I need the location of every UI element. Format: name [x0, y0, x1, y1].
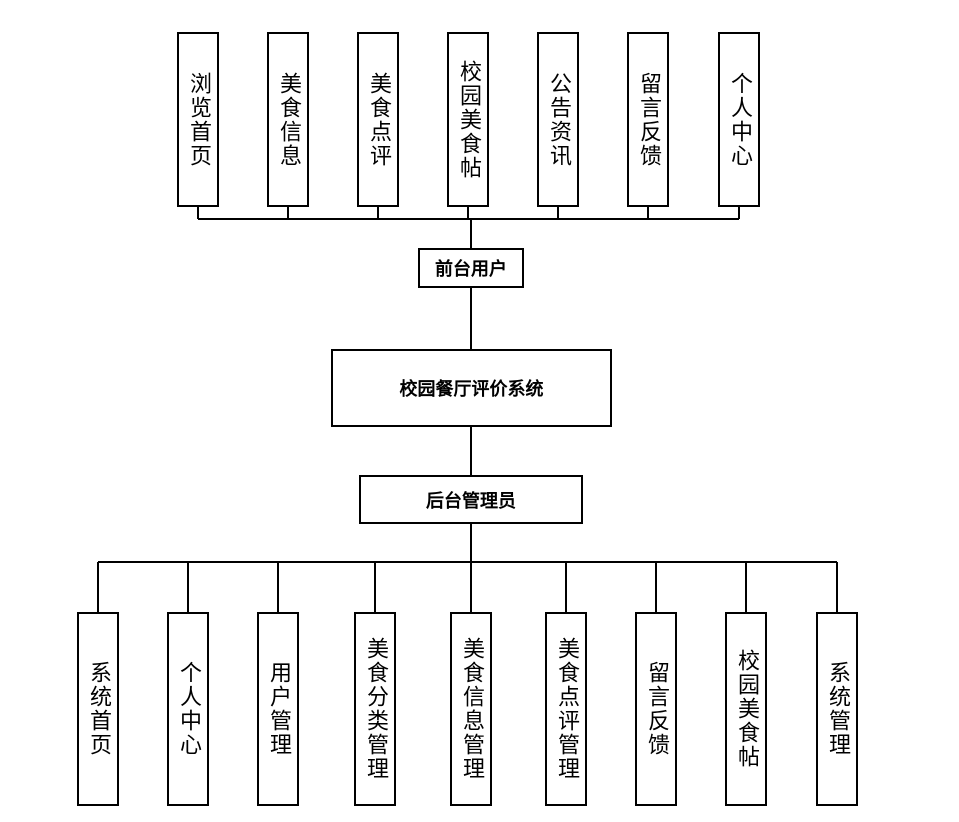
module-label: 系统管理 [825, 661, 850, 757]
front-module-node: 浏览首页 [177, 32, 219, 207]
back-module-node: 系统管理 [816, 612, 858, 806]
front-role-label: 前台用户 [435, 259, 507, 280]
back-module-node: 留言反馈 [635, 612, 677, 806]
module-label: 美食分类管理 [363, 637, 388, 781]
back-module-node: 校园美食帖 [725, 612, 767, 806]
module-label: 公告资讯 [546, 71, 571, 168]
module-label: 校园美食帖 [456, 59, 481, 180]
module-label: 留言反馈 [636, 71, 661, 168]
module-label: 系统首页 [86, 661, 111, 757]
front-module-node: 个人中心 [718, 32, 760, 207]
back-role-label: 后台管理员 [426, 490, 516, 512]
back-module-node: 美食分类管理 [354, 612, 396, 806]
front-role-node: 前台用户 [418, 248, 524, 288]
back-module-node: 美食信息管理 [450, 612, 492, 806]
module-label: 美食点评 [366, 71, 391, 168]
module-label: 个人中心 [176, 661, 201, 757]
back-role-node: 后台管理员 [359, 475, 583, 524]
front-module-node: 美食信息 [267, 32, 309, 207]
front-module-node: 校园美食帖 [447, 32, 489, 207]
back-module-node: 美食点评管理 [545, 612, 587, 806]
front-module-node: 留言反馈 [627, 32, 669, 207]
front-module-node: 美食点评 [357, 32, 399, 207]
module-label: 美食信息管理 [459, 637, 484, 781]
module-label: 留言反馈 [644, 661, 669, 757]
root-system-node: 校园餐厅评价系统 [331, 349, 612, 427]
module-label: 浏览首页 [186, 71, 211, 168]
module-label: 个人中心 [727, 71, 752, 168]
back-module-node: 用户管理 [257, 612, 299, 806]
back-module-node: 个人中心 [167, 612, 209, 806]
front-module-node: 公告资讯 [537, 32, 579, 207]
root-system-label: 校园餐厅评价系统 [399, 379, 544, 400]
back-module-node: 系统首页 [77, 612, 119, 806]
module-label: 用户管理 [266, 661, 291, 757]
module-label: 校园美食帖 [734, 649, 759, 769]
module-label: 美食点评管理 [554, 637, 579, 781]
module-label: 美食信息 [276, 71, 301, 168]
